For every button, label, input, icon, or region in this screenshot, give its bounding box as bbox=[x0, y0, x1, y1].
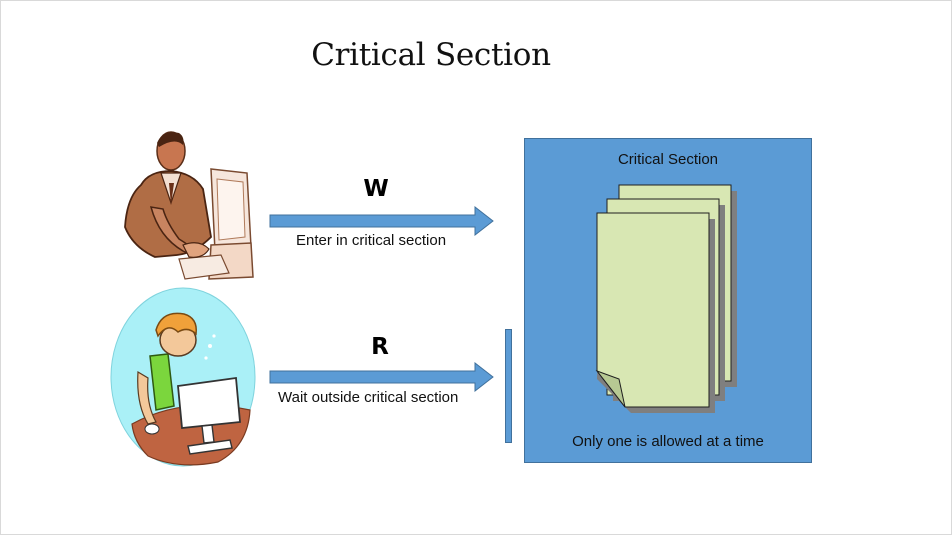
reader-label: R bbox=[371, 334, 389, 360]
reader-clipart bbox=[110, 287, 256, 467]
writer-label: W bbox=[363, 176, 389, 202]
critical-section-footer: Only one is allowed at a time bbox=[572, 433, 764, 450]
barrier-bar bbox=[505, 329, 512, 443]
reader-caption: Wait outside critical section bbox=[278, 389, 459, 406]
writer-caption: Enter in critical section bbox=[296, 232, 447, 249]
document-stack-icon bbox=[595, 184, 737, 413]
slide-title: Critical Section bbox=[311, 37, 551, 73]
critical-section-title: Critical Section bbox=[617, 151, 719, 168]
critical-section-box: Critical Section Only one is allowed at … bbox=[524, 138, 812, 463]
reader-arrow-icon bbox=[269, 362, 494, 392]
writer-clipart bbox=[124, 131, 254, 280]
writer-arrow-icon bbox=[269, 206, 494, 236]
